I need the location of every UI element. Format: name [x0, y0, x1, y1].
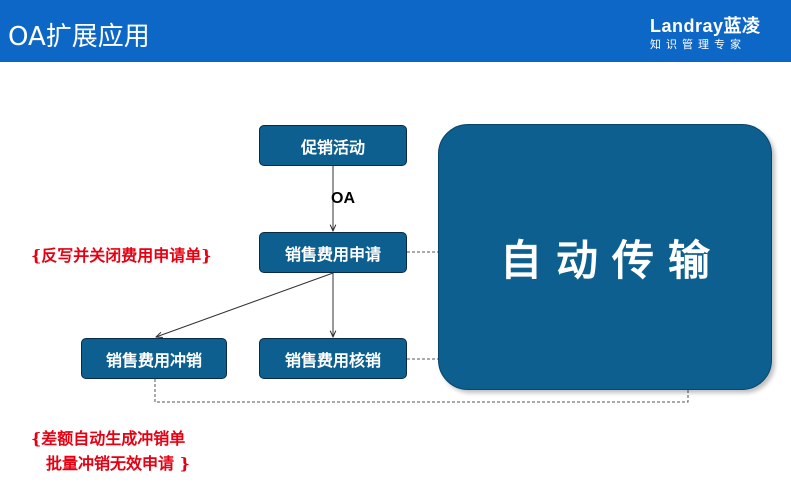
node-expense-verification: 销售费用核销 — [259, 338, 407, 379]
dashed-link-reverse — [154, 379, 689, 403]
edge-label-oa: OA — [331, 190, 355, 207]
brand-tagline: 知识管理专家 — [650, 38, 746, 51]
auto-transfer-box: 自动传输 — [438, 124, 772, 390]
node-expense-application: 销售费用申请 — [259, 232, 407, 273]
node-promotion: 促销活动 — [259, 125, 407, 166]
note-apply: {反写并关闭费用申请单} — [31, 246, 212, 265]
node-expense-reversal: 销售费用冲销 — [81, 338, 227, 379]
note-reverse-line2: 批量冲销无效申请 } — [46, 454, 190, 473]
note-reverse-line1: {差额自动生成冲销单 — [31, 429, 186, 448]
page-title: OA扩展应用 — [8, 22, 150, 52]
arrow-apply-to-reverse — [156, 272, 334, 337]
header-bar: OA扩展应用 Landray蓝凌 知识管理专家 — [0, 0, 791, 62]
auto-transfer-label: 自动传输 — [499, 235, 724, 285]
brand-logo: Landray蓝凌 — [650, 16, 761, 36]
